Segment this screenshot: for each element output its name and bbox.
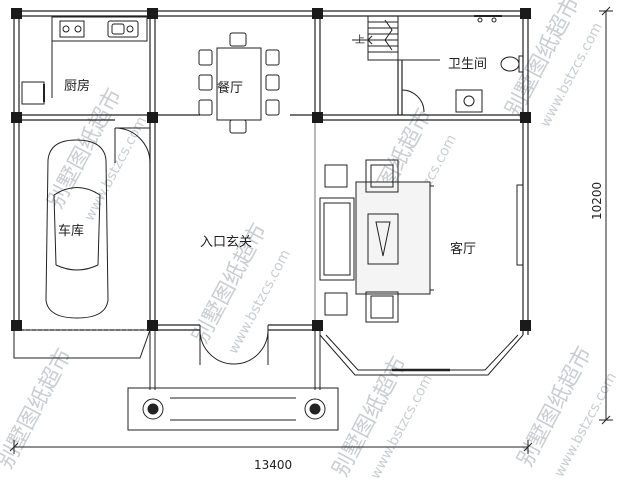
watermark-text: 别墅图纸超市	[513, 343, 597, 471]
car-icon	[45, 139, 109, 319]
kitchen	[21, 16, 148, 105]
dimension-slash	[9, 442, 19, 452]
fridge-icon	[21, 81, 45, 105]
car-side	[97, 194, 101, 266]
bath-door-swing	[401, 89, 425, 113]
column	[147, 112, 158, 123]
dimension-width-label: 13400	[254, 458, 292, 472]
car-side	[53, 194, 57, 266]
car-rear-window	[55, 264, 99, 271]
chair	[198, 49, 213, 66]
column	[312, 320, 323, 331]
kitchen-counter	[51, 16, 148, 42]
chair	[229, 119, 247, 134]
column	[11, 8, 22, 19]
column	[312, 8, 323, 19]
shower-head-icon	[477, 17, 483, 23]
living-room-furniture	[319, 159, 434, 323]
dimension-slash	[523, 442, 533, 452]
dimension-right	[599, 6, 613, 425]
sink-basin	[111, 23, 125, 35]
dimension-slash	[601, 415, 611, 425]
column	[11, 112, 22, 123]
chair	[229, 32, 247, 47]
garage	[45, 127, 151, 319]
sofa-seat	[323, 202, 351, 276]
chair	[265, 74, 280, 91]
sink-icon	[107, 20, 139, 38]
planter-core	[309, 403, 321, 415]
room-label-dining: 餐厅	[217, 80, 243, 96]
bathroom-fixtures	[401, 15, 524, 113]
basin-counter	[455, 89, 483, 113]
porch	[127, 387, 339, 431]
chair	[265, 99, 280, 116]
burner-icon	[62, 25, 70, 33]
armchair-seat	[370, 295, 394, 319]
area-rug	[355, 181, 431, 295]
stair-up-label: 上	[355, 34, 365, 46]
room-label-kitchen: 厨房	[64, 78, 90, 94]
armchair-icon	[365, 291, 399, 323]
bay-window-inner	[325, 334, 519, 371]
dimension-depth-label: 10200	[590, 182, 604, 220]
column	[312, 112, 323, 123]
basin-icon	[463, 95, 475, 107]
toilet-tank	[518, 55, 524, 73]
armchair-seat	[370, 164, 394, 188]
coffee-table	[367, 213, 399, 265]
room-label-bathroom: 卫生间	[448, 57, 487, 72]
stair-arrow-head	[367, 35, 373, 45]
room-label-entrance: 入口玄关	[200, 235, 252, 250]
planter-core	[147, 403, 159, 415]
chair	[198, 99, 213, 116]
column	[520, 320, 531, 331]
tv-cabinet	[516, 184, 524, 266]
garage-apron	[13, 329, 151, 359]
bay-window-outer	[319, 334, 524, 376]
porch-slab	[127, 387, 339, 431]
staircase	[352, 15, 440, 61]
toilet-icon	[500, 56, 520, 72]
burner-icon	[74, 25, 82, 33]
planter-icon	[304, 398, 326, 420]
entrance-door	[149, 325, 321, 390]
watermark-text: 别墅图纸超市	[0, 345, 77, 473]
armchair-icon	[365, 159, 399, 193]
room-label-garage: 车库	[58, 223, 84, 239]
column	[520, 8, 531, 19]
column	[147, 320, 158, 331]
bay-window	[319, 334, 524, 376]
column	[520, 112, 531, 123]
chair	[265, 49, 280, 66]
column	[11, 320, 22, 331]
shower-head-icon	[491, 17, 497, 23]
dimension-slash	[601, 6, 611, 16]
dimension-bottom	[9, 440, 533, 454]
columns	[11, 8, 531, 331]
room-label-living: 客厅	[450, 241, 476, 257]
garage-door-swing	[114, 127, 151, 164]
faucet-icon	[126, 25, 134, 33]
stair-flight	[367, 15, 399, 61]
stove	[59, 20, 85, 38]
side-table-icon	[324, 292, 348, 316]
door-swing	[199, 329, 235, 365]
stair-break-line	[384, 19, 393, 51]
dining-table-set	[198, 32, 280, 134]
chair	[198, 74, 213, 91]
side-table-icon	[324, 164, 348, 188]
sofa-icon	[319, 197, 355, 281]
column	[147, 8, 158, 19]
coffee-table-decor	[375, 221, 391, 257]
car-windshield	[53, 187, 101, 196]
door-swing	[233, 329, 269, 365]
planter-icon	[142, 398, 164, 420]
